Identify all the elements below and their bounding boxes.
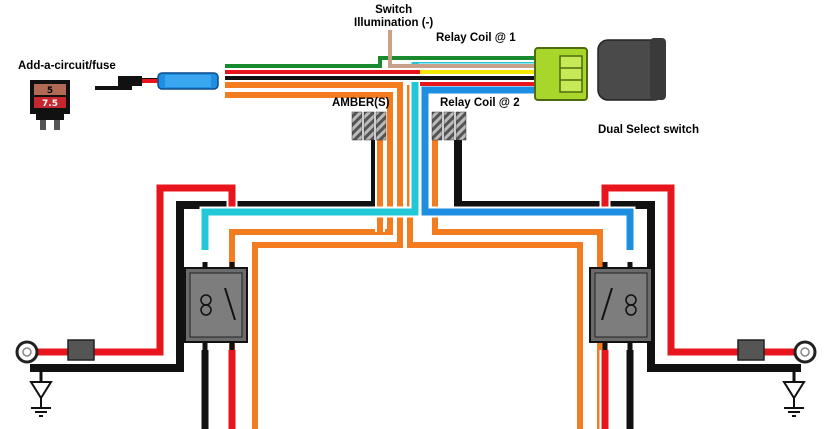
label-relay-coil-2: Relay Coil @ 2 [440, 97, 520, 109]
lower-output-wires [199, 350, 636, 429]
right-inline-fuse [737, 339, 765, 361]
dual-select-switch [597, 38, 666, 101]
label-amber: AMBER(S) [332, 97, 390, 109]
label-dual-select-switch: Dual Select switch [598, 124, 699, 136]
left-relay [184, 262, 248, 350]
label-relay-coil-1: Relay Coil @ 1 [436, 32, 516, 44]
right-harness [451, 140, 817, 417]
left-ground-symbol [29, 368, 53, 417]
right-relay [589, 262, 653, 350]
right-ground-symbol [782, 368, 806, 417]
left-inline-fuse [67, 339, 95, 361]
amber-pins-left [351, 111, 387, 141]
label-switch-illumination: Switch Illumination (-) [354, 4, 434, 30]
main-trunk [225, 30, 540, 86]
fuse-bottom-value: 7.5 [42, 99, 58, 109]
add-a-circuit-fuse: 5 7.5 [30, 72, 219, 130]
switch-connector [534, 47, 588, 101]
fuse-top-value: 5 [47, 86, 53, 96]
label-add-a-circuit: Add-a-circuit/fuse [18, 60, 116, 72]
amber-pins-right [431, 111, 467, 141]
